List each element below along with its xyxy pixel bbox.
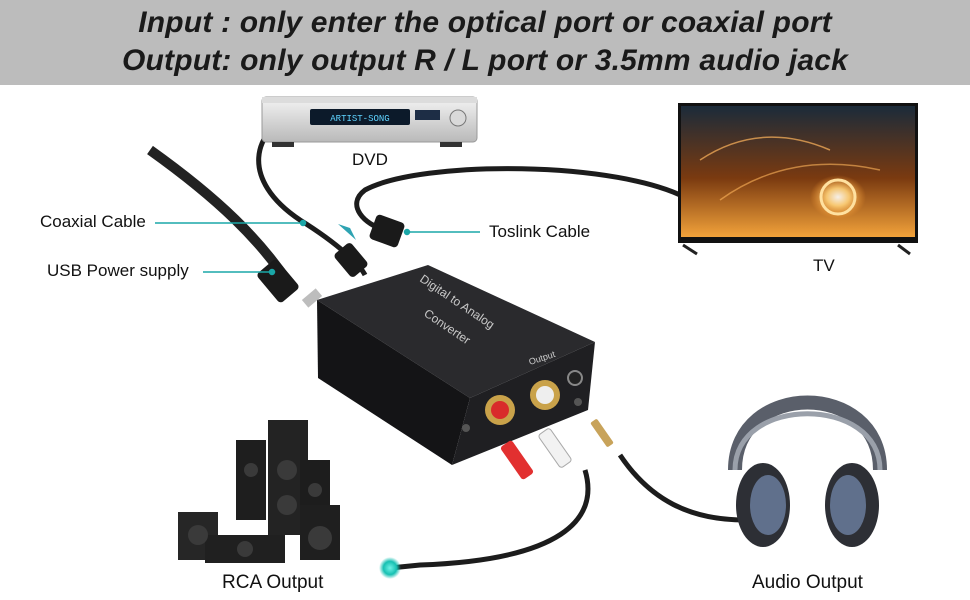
headphones	[735, 403, 880, 548]
rca-output-label: RCA Output	[222, 572, 323, 594]
toslink-plug	[368, 214, 405, 249]
speaker-set	[178, 420, 340, 563]
toslink-cable-line	[357, 169, 690, 230]
toslink-cable-label: Toslink Cable	[489, 222, 590, 242]
tv-screen	[681, 106, 915, 237]
coaxial-cable-label: Coaxial Cable	[40, 212, 146, 232]
usb-plug	[256, 258, 300, 304]
tv-label: TV	[813, 256, 835, 276]
dvd-display-text: ARTIST-SONG	[330, 114, 389, 124]
dvd-player: ARTIST-SONG	[262, 97, 477, 147]
headphone-jack	[568, 371, 582, 385]
rca-plug-white	[538, 428, 572, 469]
dvd-label: DVD	[352, 150, 388, 170]
rca-plug-red	[500, 440, 534, 481]
tv	[678, 103, 918, 254]
headphone-cable-line	[620, 455, 745, 520]
rca-jack-red	[491, 401, 509, 419]
aux-plug	[590, 418, 614, 447]
rca-jack-white	[536, 386, 554, 404]
insert-arrow-icon	[338, 224, 362, 240]
rca-cable-line	[390, 470, 588, 568]
usb-power-label: USB Power supply	[47, 261, 189, 281]
audio-output-label: Audio Output	[752, 572, 863, 594]
dvd-knob	[450, 110, 466, 126]
rca-cable-end-dot	[379, 557, 401, 579]
